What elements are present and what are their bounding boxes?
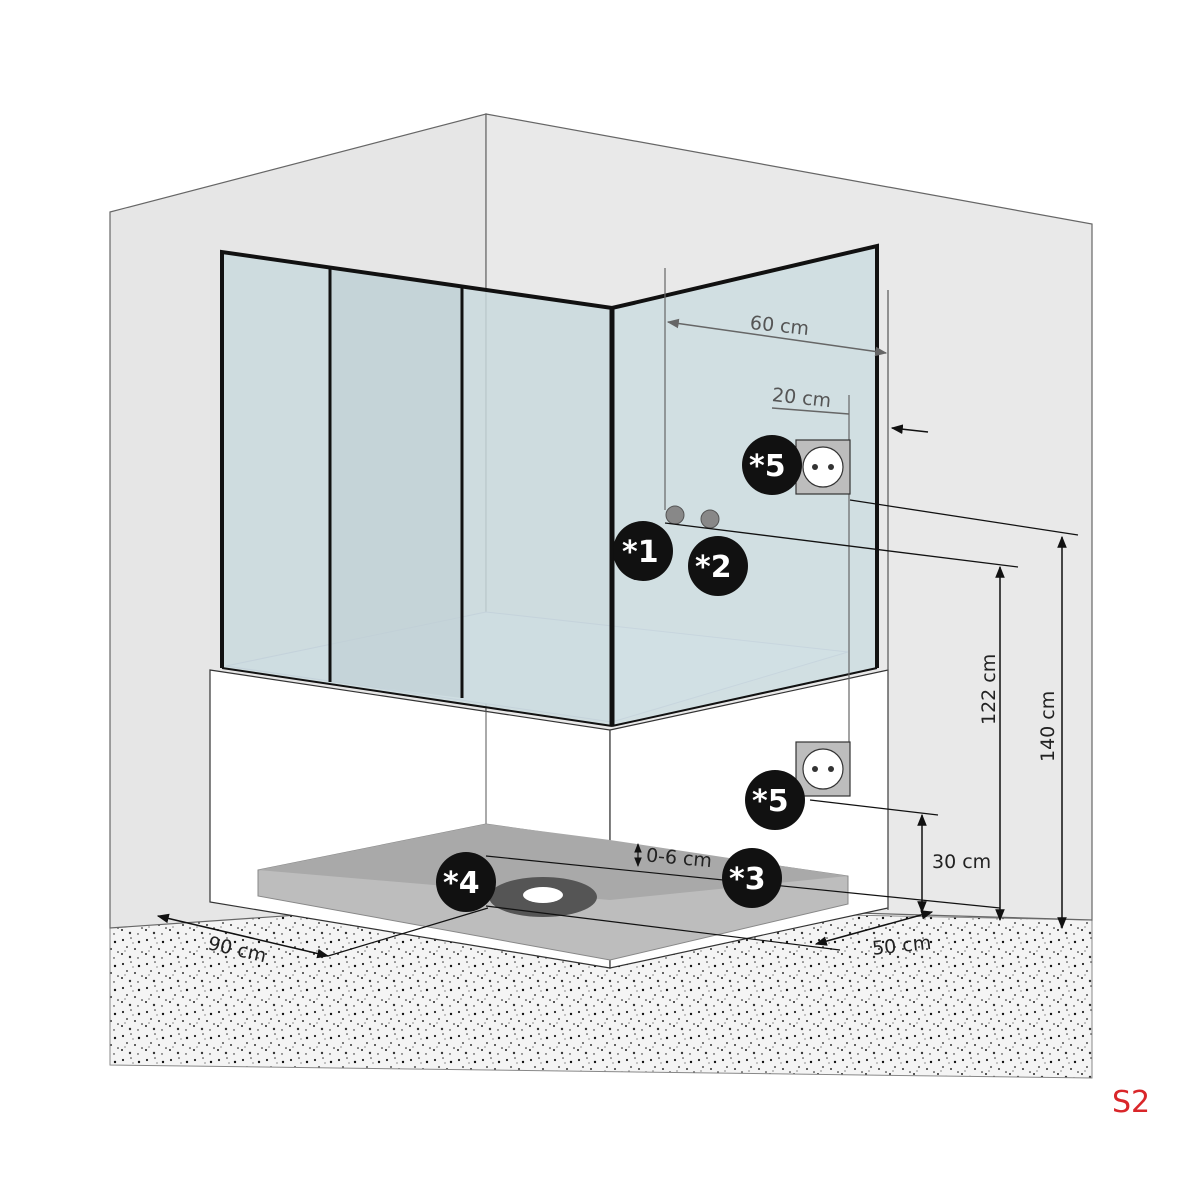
socket-pin-icon xyxy=(812,766,818,772)
marker-2: *2 xyxy=(688,536,748,596)
marker-2-label: *2 xyxy=(695,550,732,585)
drain-hole xyxy=(523,887,563,903)
marker-3: *3 xyxy=(722,848,782,908)
dim-20-arrow xyxy=(890,424,929,434)
socket-upper-icon xyxy=(802,446,844,488)
water-connection-2 xyxy=(700,509,720,529)
socket-lower-icon xyxy=(802,748,844,790)
ref-140 xyxy=(849,499,1079,536)
water-connection-1 xyxy=(665,505,685,525)
marker-3-label: *3 xyxy=(729,862,766,897)
marker-4: *4 xyxy=(436,852,496,912)
marker-5-upper-label: *5 xyxy=(749,449,786,484)
floor-recess-top xyxy=(258,824,848,900)
socket-pin-icon xyxy=(828,464,834,470)
sheet-tag: S2 xyxy=(1112,1085,1150,1120)
glass-side xyxy=(612,246,877,726)
marker-5-lower: *5 xyxy=(745,770,805,830)
ref-30 xyxy=(809,799,939,816)
frame-bottom xyxy=(221,667,613,727)
dim-50-arrow xyxy=(814,910,934,946)
marker-5-upper: *5 xyxy=(742,435,802,495)
ref-50 xyxy=(485,905,841,951)
glass-panel-2 xyxy=(330,268,462,698)
dim-20-line xyxy=(771,407,850,415)
ref-90 xyxy=(327,907,489,957)
marker-1-label: *1 xyxy=(622,535,659,570)
dim-122-label: 122 cm xyxy=(978,654,1000,725)
socket-pin-icon xyxy=(812,464,818,470)
dim-140-label: 140 cm xyxy=(1037,691,1059,762)
marker-1: *1 xyxy=(613,521,673,581)
dim-60-arrow xyxy=(666,318,888,357)
marker-4-label: *4 xyxy=(443,866,480,901)
frame-bottom-side xyxy=(611,667,878,727)
dim-30-label: 30 cm xyxy=(932,851,991,873)
ref-122 xyxy=(664,522,1019,568)
socket-pin-icon xyxy=(828,766,834,772)
dim-90-arrow xyxy=(156,913,330,959)
marker-5-lower-label: *5 xyxy=(752,784,789,819)
